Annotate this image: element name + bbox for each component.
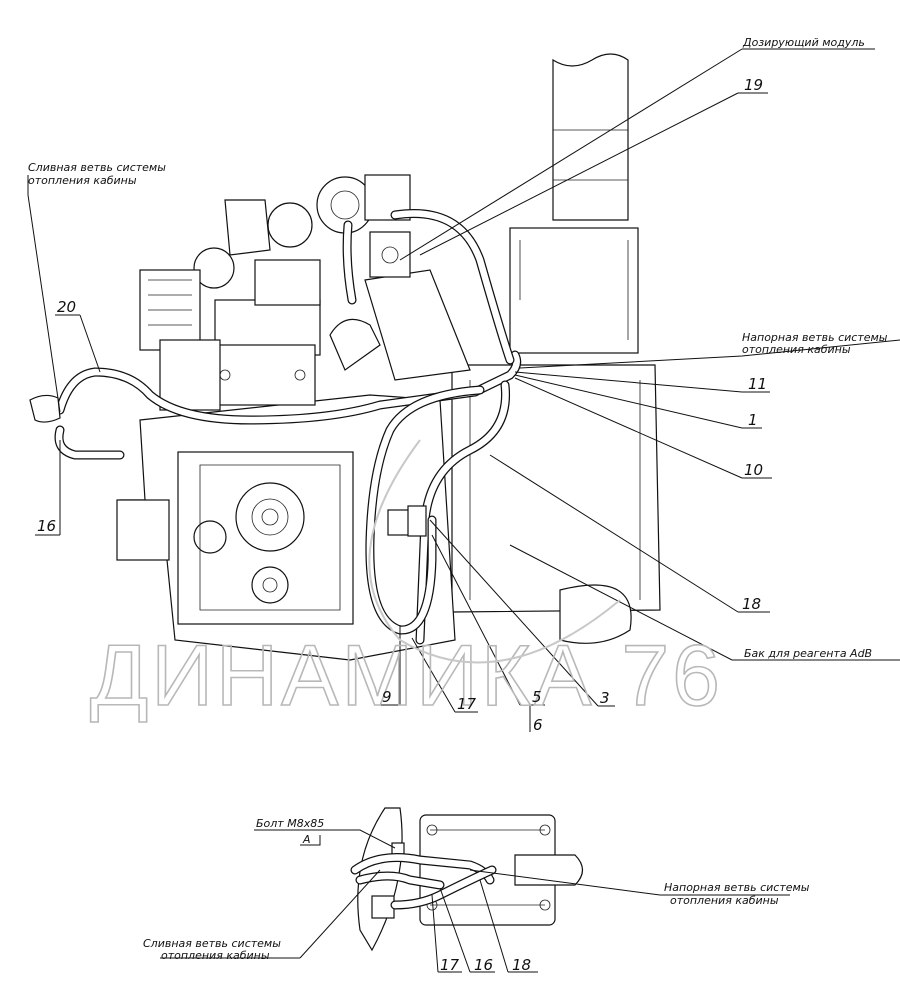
heater-valve (387, 509, 411, 536)
watermark-swoosh (368, 439, 621, 664)
flywheel (235, 482, 305, 552)
exhaust-stack (552, 53, 629, 221)
detail-pressure-label-1: Напорная ветвь системы (664, 881, 810, 894)
callout-17: 17 (457, 695, 477, 713)
view-a-label: А (302, 833, 311, 846)
reagent-tank (451, 364, 661, 613)
pressure-line-label-1: Напорная ветвь системы (742, 331, 888, 344)
callout-1: 1 (748, 411, 758, 429)
detail-pipe (514, 854, 584, 886)
callout-3: 3 (600, 689, 610, 707)
callout-5: 5 (532, 688, 542, 706)
muffler-housing (509, 227, 639, 354)
callout-10: 10 (744, 461, 763, 479)
engine-assembly (29, 53, 661, 661)
detail-view-a (160, 807, 790, 973)
dosing-module-pipe (364, 269, 471, 381)
watermark: ДИНАМИКА 76 (90, 628, 723, 724)
reagent-tank-label: Бак для реагента AdB (744, 647, 872, 660)
detail-callout-18: 18 (512, 956, 531, 974)
detail-callout-17: 17 (440, 956, 460, 974)
detail-callout-16: 16 (474, 956, 493, 974)
drain-valve (29, 394, 61, 423)
dosing-module-label: Дозирующий модуль (742, 36, 865, 49)
detail-drain-label-2: отопления кабины (161, 949, 270, 962)
pressure-line-label-2: отопления кабины (742, 343, 851, 356)
drain-line-label-1: Сливная ветвь системы (28, 161, 166, 174)
callout-11: 11 (748, 375, 767, 393)
callout-16: 16 (37, 517, 56, 535)
leader-lines (27, 48, 900, 732)
callout-9: 9 (382, 688, 392, 706)
callout-19: 19 (744, 76, 763, 94)
detail-pressure-label-2: отопления кабины (670, 894, 779, 907)
detail-drain-label-1: Сливная ветвь системы (143, 937, 281, 950)
detail-valve (371, 895, 395, 919)
callout-6: 6 (533, 716, 543, 734)
callout-18: 18 (742, 595, 761, 613)
heater-hoses (54, 209, 522, 645)
tank-bracket (559, 584, 632, 644)
dosing-module (369, 231, 411, 278)
pump-base (209, 344, 316, 406)
mount-flange (116, 499, 170, 561)
air-intake (224, 199, 271, 256)
bolt-label: Болт М8х85 (256, 817, 324, 830)
drain-line-label-2: отопления кабины (28, 174, 137, 187)
callout-20: 20 (57, 298, 76, 316)
